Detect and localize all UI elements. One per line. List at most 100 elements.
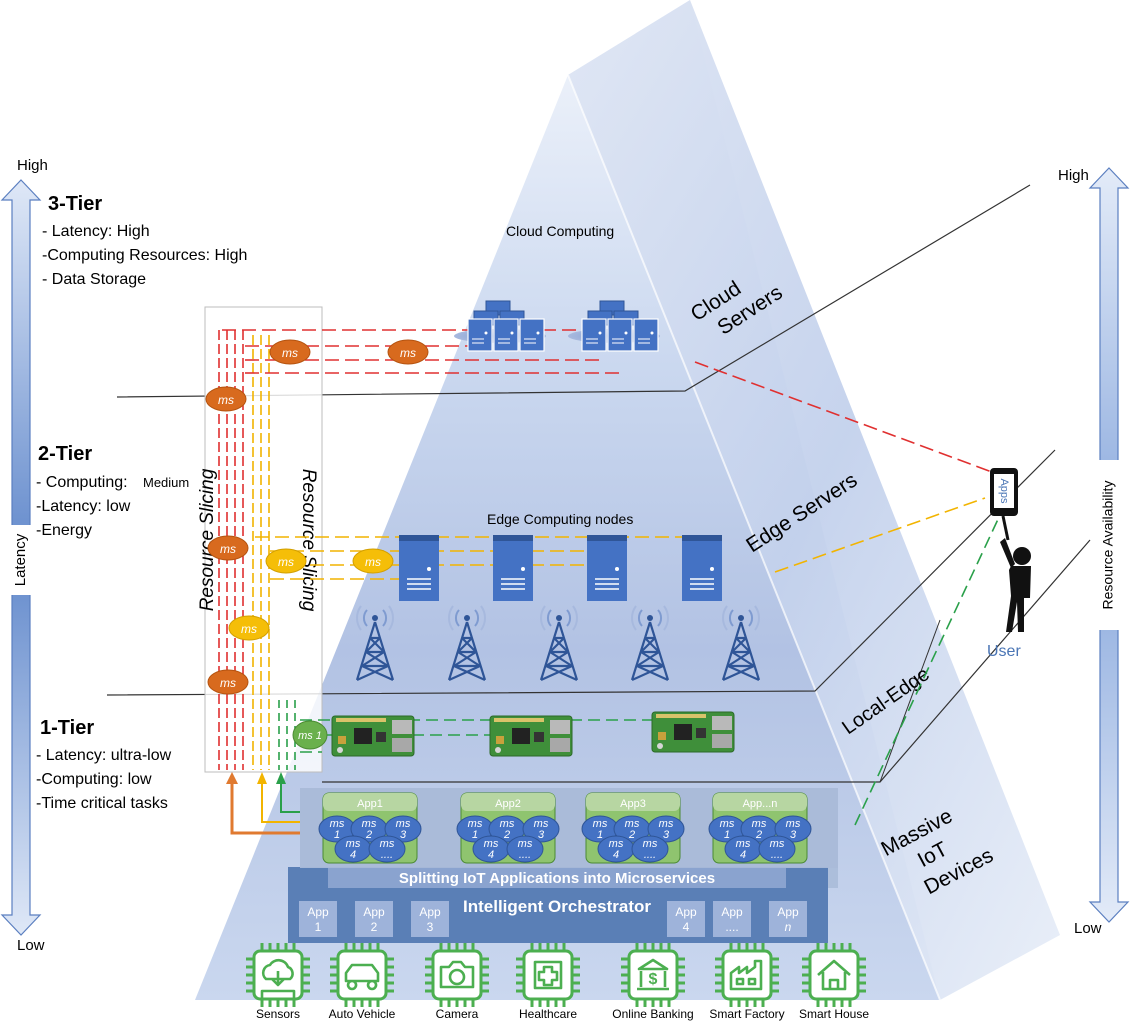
slicing-yellow-lines <box>252 335 270 770</box>
tier-separator-edge-local <box>106 449 1056 696</box>
svg-text:ms: ms <box>278 555 294 569</box>
ms-node[interactable]: ms <box>207 669 249 695</box>
svg-text:ms: ms <box>282 346 298 360</box>
edge-server-icon <box>681 534 723 602</box>
svg-text:1: 1 <box>315 920 322 934</box>
sensors-icon <box>244 941 312 1009</box>
slicing-green-lines <box>278 700 296 770</box>
right-axis-high: High <box>1058 167 1089 184</box>
orchestrator-app-box[interactable]: App1 <box>299 901 337 937</box>
edge-server-icon <box>586 534 628 602</box>
orchestrator-app-box[interactable]: App2 <box>355 901 393 937</box>
ms-bubble[interactable]: ms.... <box>368 835 406 863</box>
svg-text:ms 1: ms 1 <box>298 730 322 742</box>
svg-text:ms....: ms.... <box>770 838 785 861</box>
right-resource-axis: Resource Availability <box>1088 167 1130 923</box>
upward-arrows <box>226 772 300 835</box>
svg-text:ms2: ms2 <box>500 818 515 841</box>
tier3-line: - Data Storage <box>42 271 146 288</box>
svg-text:ms1: ms1 <box>720 818 735 841</box>
camera-icon <box>423 941 491 1009</box>
resource-slicing-label-left: Resource Slicing <box>197 468 218 611</box>
left-latency-axis: Latency <box>0 179 42 936</box>
orchestrator-app-box[interactable]: App.... <box>713 901 751 937</box>
cloud-computing-caption: Cloud Computing <box>506 223 614 239</box>
device-label: Smart House <box>799 1007 869 1021</box>
device-label: Camera <box>436 1007 479 1021</box>
svg-text:3: 3 <box>427 920 434 934</box>
ms-node-1[interactable]: ms 1 <box>292 720 328 750</box>
ms-node[interactable]: ms <box>205 386 247 412</box>
tier2-medium: Medium <box>143 475 189 490</box>
smart-factory-icon <box>713 941 781 1009</box>
auto-vehicle-icon <box>328 941 396 1009</box>
tier2-line: -Latency: low <box>36 498 131 515</box>
svg-text:ms1: ms1 <box>593 818 608 841</box>
ms-node[interactable]: ms <box>387 339 429 365</box>
ms-node[interactable]: ms <box>269 339 311 365</box>
svg-text:ms: ms <box>400 346 416 360</box>
app-group-title: App2 <box>495 798 521 810</box>
svg-text:ms2: ms2 <box>362 818 377 841</box>
orchestrator-app-box[interactable]: App3 <box>411 901 449 937</box>
device-label: Smart Factory <box>709 1007 784 1021</box>
svg-text:ms4: ms4 <box>736 838 751 861</box>
ms-bubble[interactable]: ms.... <box>506 835 544 863</box>
svg-text:ms3: ms3 <box>786 818 801 841</box>
edge-server-icon <box>492 534 534 602</box>
svg-text:App: App <box>307 905 329 919</box>
svg-text:ms4: ms4 <box>346 838 361 861</box>
svg-text:ms....: ms.... <box>518 838 533 861</box>
svg-text:....: .... <box>725 920 738 934</box>
svg-text:ms3: ms3 <box>396 818 411 841</box>
healthcare-icon <box>514 941 582 1009</box>
left-axis-high: High <box>17 157 48 174</box>
tier1-line: - Latency: ultra-low <box>36 747 172 764</box>
orchestrator-title: Intelligent Orchestrator <box>463 897 651 916</box>
tier2-line: - Computing: <box>36 474 128 491</box>
smart-house-icon <box>800 941 868 1009</box>
svg-text:App: App <box>419 905 441 919</box>
ms-bubble[interactable]: ms.... <box>631 835 669 863</box>
ms-bubble[interactable]: ms.... <box>758 835 796 863</box>
tier1-line: -Time critical tasks <box>36 795 168 812</box>
left-axis-label: Latency <box>12 533 29 586</box>
ms-node[interactable]: ms <box>207 535 249 561</box>
svg-text:ms4: ms4 <box>609 838 624 861</box>
ms-node[interactable]: ms <box>228 615 270 641</box>
pyramid-right-face <box>568 0 1060 1000</box>
svg-text:ms3: ms3 <box>659 818 674 841</box>
svg-text:ms: ms <box>220 676 236 690</box>
ms-node[interactable]: ms <box>352 548 394 574</box>
svg-text:ms: ms <box>220 542 236 556</box>
device-label: Sensors <box>256 1007 300 1021</box>
local-edge-board-icon <box>651 711 735 753</box>
svg-text:ms1: ms1 <box>468 818 483 841</box>
online-banking-icon: $ <box>619 941 687 1009</box>
local-edge-board-icon <box>331 715 415 757</box>
ms-node[interactable]: ms <box>265 548 307 574</box>
tier3-line: - Latency: High <box>42 223 150 240</box>
tier-separator-right-edge <box>879 619 941 783</box>
svg-text:App: App <box>777 905 799 919</box>
edge-yellow-links <box>255 497 986 580</box>
